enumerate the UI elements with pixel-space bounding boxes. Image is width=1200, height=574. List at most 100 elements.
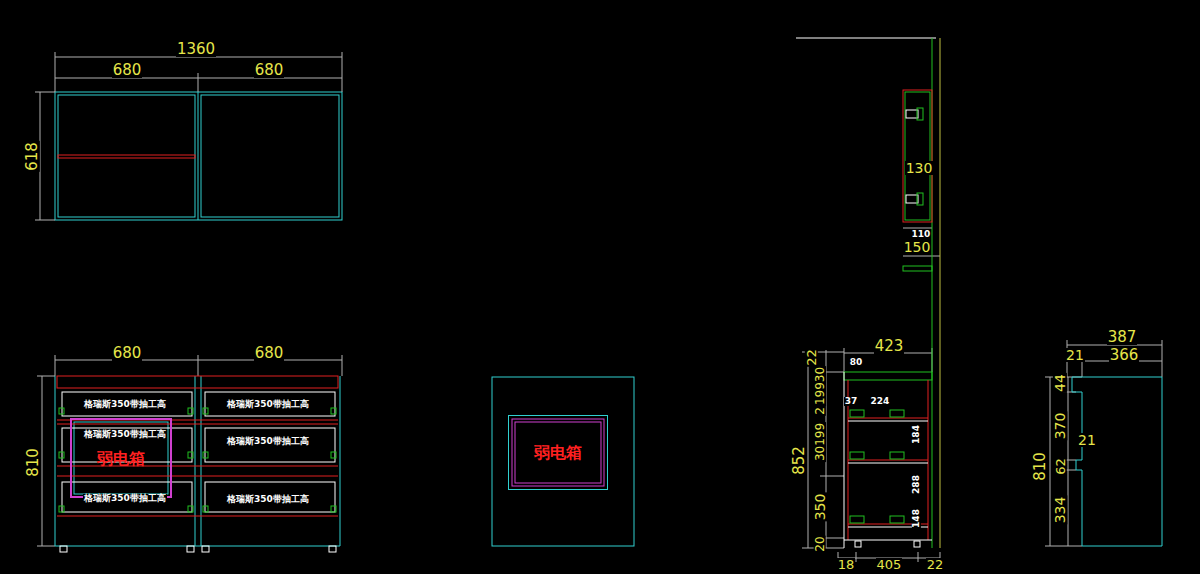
cad-line [55, 92, 342, 220]
dimension-value: 810 [25, 447, 40, 478]
dimension-value: 21 [1077, 433, 1097, 447]
cad-line [203, 506, 208, 512]
dimension-value: 405 [876, 558, 903, 571]
dimension-value: 44 [1053, 373, 1067, 393]
cad-line [57, 424, 338, 425]
dimension-value: 423 [874, 339, 905, 354]
cad-line [340, 376, 341, 546]
dimension-value: 680 [254, 346, 285, 361]
weak-box-elevation [492, 377, 634, 546]
cad-line [342, 355, 343, 376]
cad-line [903, 256, 940, 257]
dimension-value: 852 [791, 445, 806, 476]
cad-line [331, 408, 336, 414]
dimension-value: 19930 [814, 366, 826, 406]
cad-line [856, 552, 857, 562]
cad-line [203, 408, 208, 414]
dimension-value: 1360 [176, 42, 216, 57]
drawer-slides [59, 408, 336, 512]
dimension-value: 810 [1032, 451, 1047, 482]
cad-line [55, 355, 56, 376]
cad-line [820, 476, 844, 477]
dimension-value: 62 [1053, 457, 1066, 476]
dimension-value: 22 [804, 348, 817, 367]
cad-line [917, 108, 923, 120]
dimension-value: 680 [112, 346, 143, 361]
cabinet-feet [60, 546, 336, 552]
cad-line [59, 452, 64, 458]
dimension-value: 30199 [814, 422, 826, 462]
section-view [796, 38, 940, 548]
cad-line [201, 376, 202, 546]
part-note: 110 [911, 230, 932, 239]
side-profile [1072, 377, 1162, 546]
part-note: 224 [870, 397, 891, 406]
drawer-fronts [62, 392, 335, 512]
part-note: 184 [911, 424, 920, 445]
cad-line [1067, 345, 1162, 346]
cad-line [37, 376, 55, 377]
dimension-value: 20 [814, 535, 826, 552]
cad-line [188, 452, 193, 458]
cad-line [903, 90, 932, 222]
cad-line [205, 428, 335, 462]
cad-line [60, 546, 67, 552]
cad-line [198, 92, 199, 220]
cad-line [903, 266, 932, 271]
dimension-value: 2 [814, 406, 826, 416]
cad-line [906, 110, 918, 118]
cad-line [848, 460, 928, 461]
cad-line [905, 92, 930, 220]
weak-current-box: 弱电箱 [508, 415, 608, 490]
cad-line [512, 419, 604, 486]
cad-line [903, 228, 932, 229]
cad-line [918, 552, 919, 562]
part-note: 格瑞斯350带抽工高 [226, 437, 310, 446]
cad-line [848, 418, 928, 419]
cad-line [331, 506, 336, 512]
cad-line [37, 546, 55, 547]
dimension-value: 334 [1053, 496, 1067, 525]
cad-line [62, 392, 192, 416]
part-note: 格瑞斯350带抽工高 [226, 495, 310, 504]
cad-line [55, 57, 342, 58]
cad-line [940, 38, 941, 548]
drawer-bands [57, 376, 338, 516]
dimension-value: 366 [1109, 348, 1140, 363]
dimension-value: 350 [813, 493, 827, 522]
cad-line [195, 376, 196, 546]
cad-line [331, 452, 336, 458]
part-note: 格瑞斯350带抽工高 [83, 400, 167, 409]
dimension-lines [35, 52, 1162, 562]
cad-line [850, 452, 864, 459]
cad-line [55, 52, 56, 92]
cad-line [914, 541, 920, 547]
cad-line [58, 95, 195, 217]
dimension-value: 680 [254, 63, 285, 78]
dimension-value: 150 [903, 240, 932, 254]
cad-line [57, 376, 338, 388]
cad-line [188, 408, 193, 414]
cad-line [55, 376, 56, 546]
cad-line [205, 392, 335, 416]
dimension-value: 18 [837, 558, 856, 571]
cad-line [59, 408, 64, 414]
cad-line [198, 73, 199, 92]
cad-line [57, 476, 338, 477]
part-note: 80 [849, 358, 864, 367]
cad-line [1045, 546, 1082, 547]
dimension-value: 21 [1065, 348, 1085, 362]
cad-line [844, 540, 932, 541]
plan-view [55, 92, 342, 220]
cad-line [35, 220, 55, 221]
cad-line [492, 377, 634, 546]
dimension-value: 130 [905, 161, 934, 175]
part-note: 148 [911, 508, 920, 529]
cad-line [890, 516, 904, 523]
cad-line [58, 155, 195, 158]
cad-line [198, 355, 199, 376]
part-note: 格瑞斯350带抽工高 [83, 430, 167, 439]
part-note: 288 [911, 474, 920, 495]
